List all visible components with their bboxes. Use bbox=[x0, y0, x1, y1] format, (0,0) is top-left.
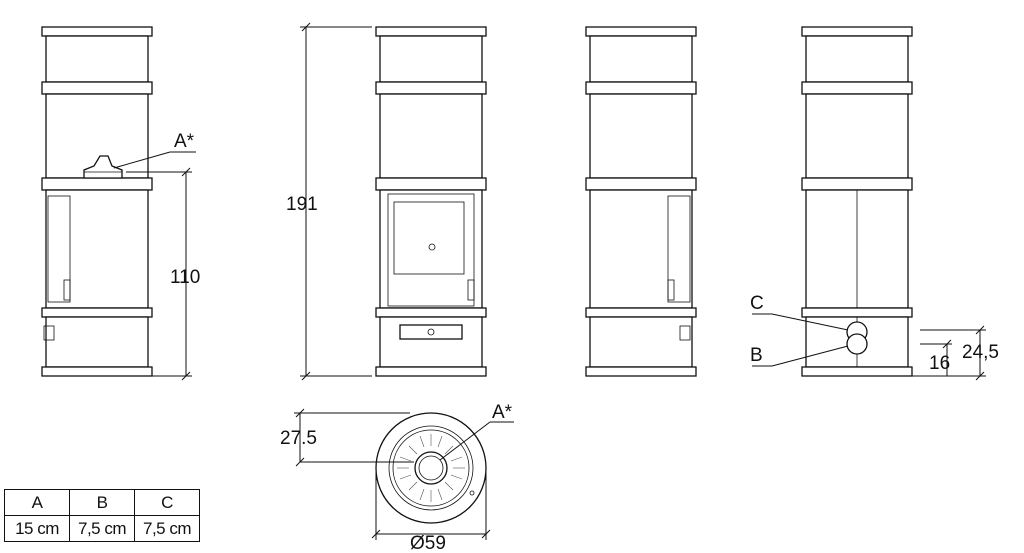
dimension-16-24: 16 24,5 bbox=[912, 325, 999, 381]
dimension-diameter-59: Ø59 bbox=[371, 470, 491, 553]
table-value-b: 7,5 cm bbox=[69, 515, 135, 542]
dimension-110: 110 bbox=[126, 167, 200, 381]
inlet-c-leader: C bbox=[750, 293, 849, 331]
stove-view-top bbox=[375, 412, 487, 524]
table-value-c: 7,5 cm bbox=[134, 515, 200, 542]
table-header-b: B bbox=[69, 489, 135, 516]
label-outlet-a-top: A* bbox=[492, 402, 513, 423]
label-offset-27-5: 27.5 bbox=[280, 428, 317, 449]
label-diameter-59: Ø59 bbox=[410, 533, 446, 553]
stove-view-front bbox=[375, 26, 487, 377]
label-outlet-a: A* bbox=[174, 131, 195, 152]
stove-view-side-right bbox=[585, 26, 697, 377]
stove-view-back bbox=[801, 26, 913, 377]
table-header-a: A bbox=[4, 489, 70, 516]
label-inlet-b: B bbox=[750, 345, 763, 366]
label-height-16: 16 bbox=[929, 353, 950, 374]
dimension-191: 191 bbox=[286, 22, 372, 381]
label-height-191: 191 bbox=[286, 194, 318, 215]
table-header-row: A B C bbox=[4, 489, 200, 516]
top-vent-slots bbox=[397, 434, 465, 502]
table-header-c: C bbox=[134, 489, 200, 516]
label-height-24-5: 24,5 bbox=[962, 342, 999, 363]
stove-view-side-left bbox=[41, 26, 153, 377]
table-value-a: 15 cm bbox=[4, 515, 70, 542]
dimension-table: A B C 15 cm 7,5 cm 7,5 cm bbox=[4, 489, 200, 542]
outlet-a-top-leader: A* bbox=[439, 402, 514, 461]
outlet-a-leader: A* bbox=[113, 131, 196, 169]
label-height-110: 110 bbox=[170, 267, 200, 288]
table-value-row: 15 cm 7,5 cm 7,5 cm bbox=[4, 515, 200, 542]
label-inlet-c: C bbox=[750, 293, 764, 314]
inlet-b-leader: B bbox=[750, 345, 849, 367]
dimension-27-5: 27.5 bbox=[280, 408, 414, 467]
